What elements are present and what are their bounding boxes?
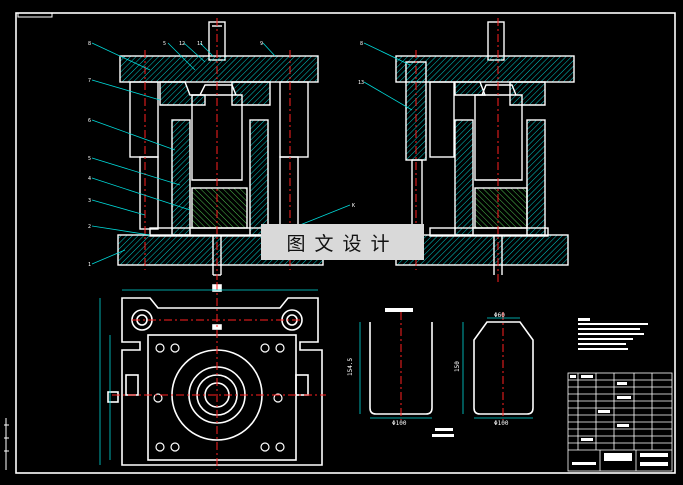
svg-text:12: 12	[179, 41, 185, 47]
svg-text:9: 9	[260, 41, 263, 47]
cup-dimension-lines	[359, 317, 533, 419]
side-section-view	[395, 21, 575, 275]
watermark-banner: 图文设计	[261, 224, 424, 260]
margin-marks	[4, 418, 9, 470]
dim-left-bottom: Φ100	[392, 420, 407, 427]
cup-detail-right	[473, 321, 534, 415]
dim-right-bottom: Φ100	[494, 420, 509, 427]
plan-center-lines	[112, 282, 326, 470]
svg-text:11: 11	[197, 41, 203, 47]
cup-center-lines	[400, 312, 504, 420]
side-part-numbers: 8 13	[358, 41, 364, 86]
svg-text:1: 1	[88, 262, 91, 268]
dim-right-height: 150	[454, 361, 461, 372]
front-part-numbers: 8 5 12 11 9 7 6 5 4 3 2 1 K	[88, 41, 355, 268]
dim-right-top: Φ60	[494, 312, 505, 319]
title-tag	[17, 12, 53, 18]
front-leaders	[91, 42, 351, 265]
svg-text:13: 13	[358, 80, 364, 86]
plan-view	[107, 284, 323, 466]
svg-text:5: 5	[163, 41, 166, 47]
dim-left-height: 154.5	[347, 358, 354, 376]
svg-text:5: 5	[88, 156, 91, 162]
drawing-frame	[15, 12, 676, 474]
svg-text:7: 7	[88, 78, 91, 84]
leader-label-k: K	[352, 203, 355, 209]
side-leaders	[363, 42, 413, 111]
cup-dimension-text: 154.5 Φ100 Φ60 150 Φ100	[347, 312, 509, 427]
svg-text:4: 4	[88, 176, 91, 182]
svg-text:8: 8	[88, 41, 91, 47]
svg-text:3: 3	[88, 198, 91, 204]
svg-text:6: 6	[88, 118, 91, 124]
front-section-view	[117, 21, 324, 276]
title-block-text	[570, 375, 668, 466]
plan-bolt-holes	[153, 343, 285, 452]
title-block	[567, 372, 673, 472]
technical-notes	[578, 318, 648, 350]
svg-text:8: 8	[360, 41, 363, 47]
svg-text:2: 2	[88, 224, 91, 230]
plan-dimensions	[99, 289, 318, 465]
small-note-block	[432, 428, 454, 437]
